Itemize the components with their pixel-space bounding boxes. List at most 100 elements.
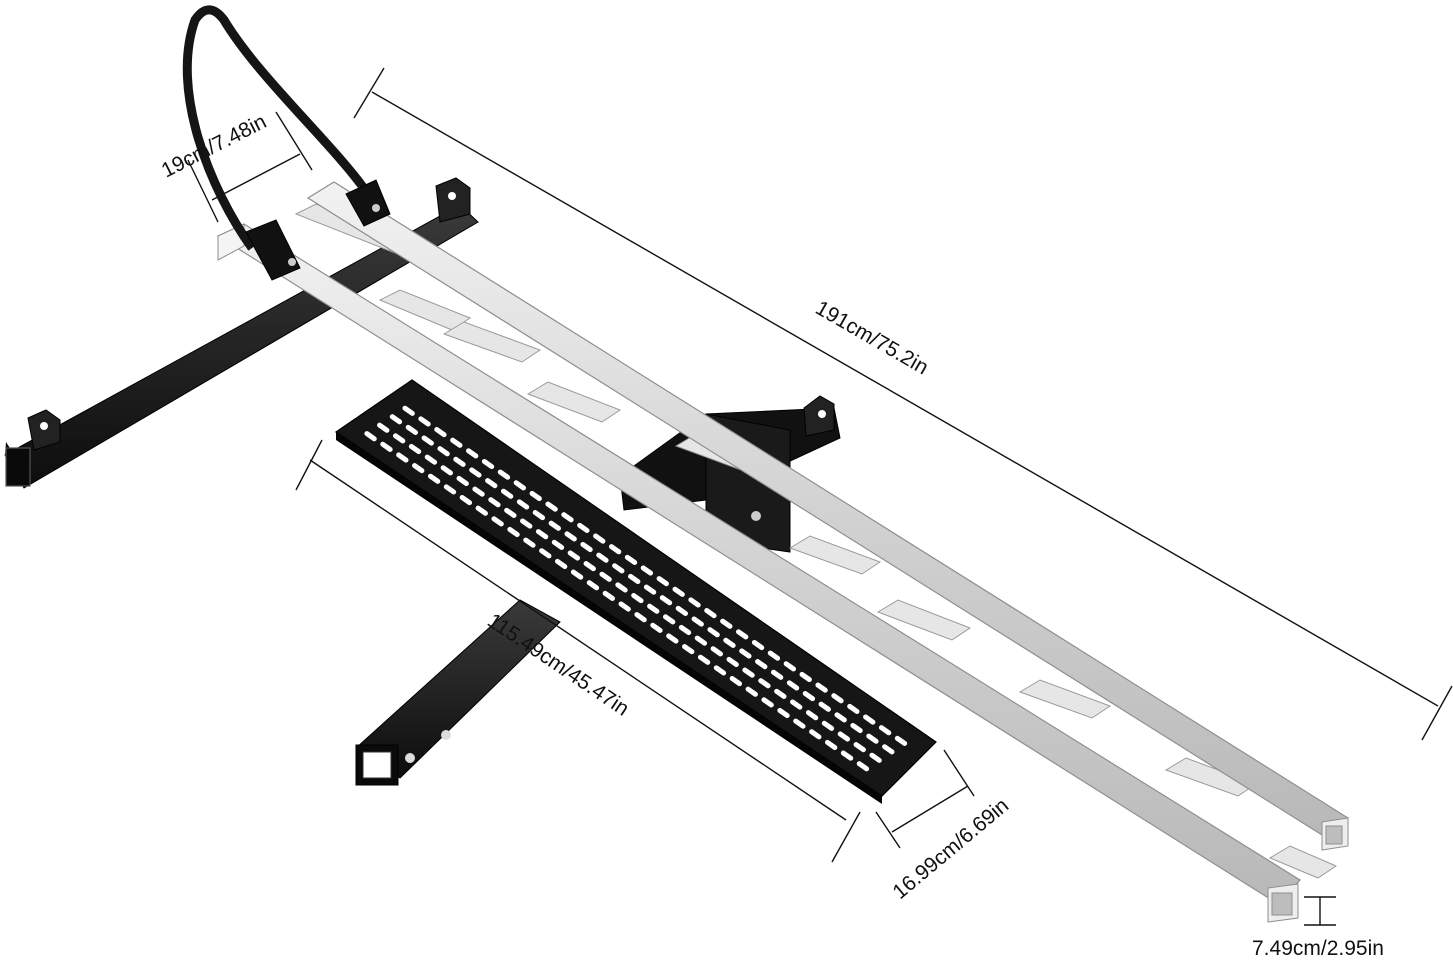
ramp-slot [586,580,600,591]
ramp-slot [504,507,517,518]
dim-line-chock [211,153,301,201]
ramp-slot [500,488,514,499]
dim-tick-ramp-width-b [943,749,975,797]
ramp-slot [643,584,657,595]
dim-tick-ramp-a [295,439,323,491]
ramp-slot [745,686,758,697]
ramp-slot [608,544,622,555]
ramp-slot [624,554,638,565]
ramp-slot [456,475,469,487]
ramp-slot [615,582,628,593]
ramp-slot [758,678,771,689]
ramp-slot [761,697,774,708]
ramp-slot [656,576,669,587]
loading-ramp [334,379,937,804]
ramp-slot [554,558,568,570]
ramp-slot [440,465,453,476]
ramp-slot [437,446,450,457]
ramp-slot [465,448,479,459]
ramp-slot [513,480,527,491]
ramp-slot [694,635,708,646]
ramp-slot [640,565,654,576]
ramp-slot [564,531,577,542]
dim-tick-chock-b [275,111,313,171]
ramp-slot [770,669,784,680]
ramp-slot [850,722,863,734]
ramp-slot [726,656,739,668]
dim-tick-chock-a [187,159,219,223]
ramp-slot [821,720,835,731]
ramp-slot [831,693,844,704]
ramp-slot [481,458,495,470]
ramp-slot [704,608,717,619]
ramp-slot [790,699,803,710]
ramp-slot [894,735,908,746]
ramp-slot [751,639,765,651]
ramp-slot [672,586,685,597]
ramp-slot [818,701,831,712]
ramp-slot [815,682,828,693]
ramp-slot [678,624,692,636]
ramp-slot [485,478,498,489]
ramp-slot [380,441,393,452]
ramp-slot [824,739,838,751]
ramp-slot [427,473,441,484]
pin-hole [405,753,415,763]
ramp-slot [580,541,593,553]
ramp-slot [488,497,501,508]
ramp-slot [755,659,768,670]
ramp-slot [396,452,409,463]
ramp-slot [659,595,673,606]
ramp-slot [723,637,736,648]
ramp-slot [809,729,822,740]
ramp-slot [443,484,457,495]
ramp-slot [392,433,406,444]
dimension-lines [187,67,1453,926]
ramp-width-label: 16.99cm/6.69in [888,794,1013,904]
cross-bar-end-cap-left [5,447,31,487]
ramp-slot [697,654,711,665]
ramp-slot [389,414,403,425]
ramp-slot [682,644,695,655]
ramp-slot [783,661,797,672]
cross-bar [4,177,479,489]
ramp-slot [434,427,447,438]
ramp-slot [421,435,434,446]
ramp-slot [837,731,851,742]
mount-tab-top [435,177,471,223]
ramp-slot [424,454,438,465]
ramp-slot [739,648,752,659]
ramp-slot [469,467,482,478]
dim-tick-ramp-b [831,811,861,863]
ramp-slot [847,703,860,714]
ramp-slot [593,533,606,544]
ramp-slot [882,744,895,755]
ramp-slot [402,405,415,416]
ramp-slot [545,501,558,512]
dim-tick-total-a [353,67,385,119]
ramp-slot [853,742,866,753]
ramp-slot [878,725,892,736]
ramp-slot [612,563,625,574]
ramp-slot [377,422,390,433]
ramp-slot [662,614,676,625]
ramp-slot [539,548,552,559]
ramp-slot [551,539,565,550]
ramp-slot [856,761,870,772]
ramp-slot [793,718,806,729]
ramp-slot [767,650,781,661]
ramp-slot [532,510,546,521]
ramp-slot [418,416,431,427]
ramp-slot [459,494,473,506]
ramp-slot [583,561,596,572]
ramp-slot [799,671,812,683]
ramp-slot [869,752,882,763]
ramp-slot [777,707,790,719]
ramp-slot [707,627,720,638]
ramp-slot [834,712,847,723]
ramp-slot [729,675,743,687]
ramp-slot [628,573,641,585]
ramp-slot [364,431,377,442]
ramp-slot [710,646,723,657]
